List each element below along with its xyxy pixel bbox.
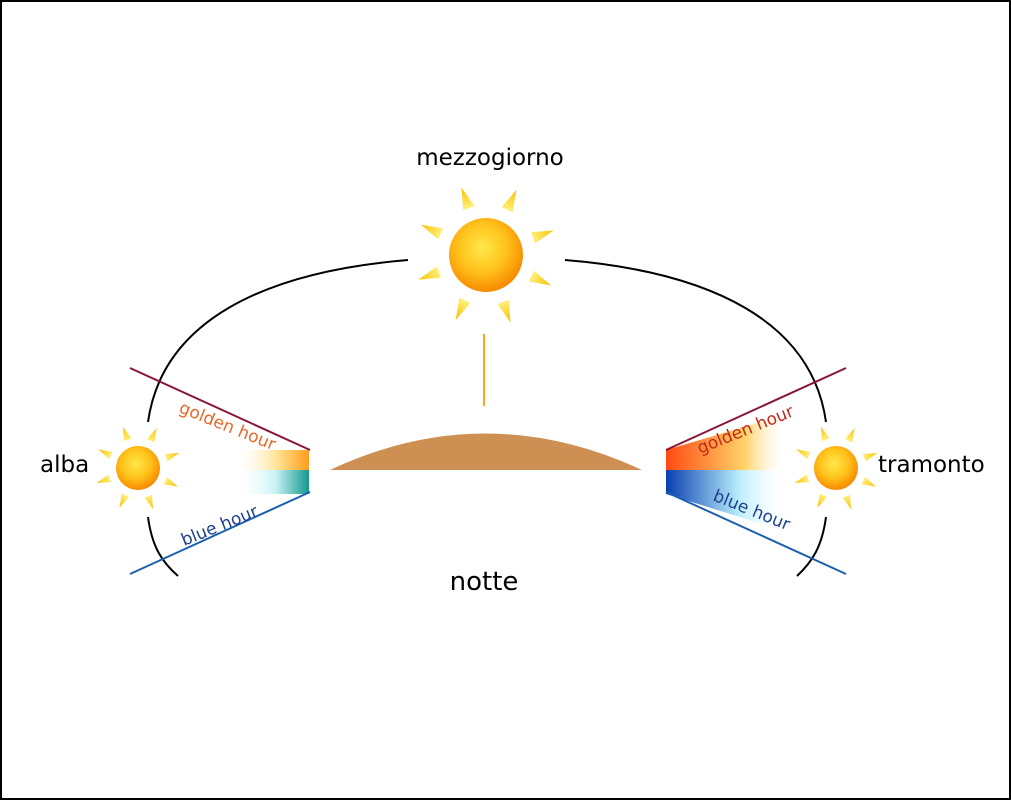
- golden-hour-band-left: [234, 450, 309, 470]
- golden-hour-label-left: golden hour: [176, 398, 278, 455]
- sunset-label: tramonto: [878, 452, 985, 478]
- blue-hour-band-left: [234, 470, 309, 494]
- noon-label: mezzogiorno: [416, 145, 564, 171]
- sun-path-arc-left: [147, 259, 409, 423]
- golden-hour-line-left: [129, 367, 311, 451]
- blue-hour-line-left: [129, 491, 311, 575]
- sun-path-arc-right: [564, 259, 827, 423]
- earth-dome: [330, 433, 642, 470]
- night-arc-left: [147, 516, 179, 577]
- noon-sun-icon: [418, 187, 554, 323]
- blue-hour-line-right: [665, 491, 847, 575]
- sunrise-label: alba: [40, 452, 89, 478]
- night-arc-right: [796, 516, 827, 577]
- sunset-sun-icon: [794, 426, 878, 510]
- golden-hour-band-right: [666, 414, 788, 470]
- night-label: notte: [450, 567, 519, 597]
- golden-hour-line-right: [665, 367, 847, 451]
- sunrise-sun-icon: [96, 426, 180, 510]
- blue-hour-band-right: [666, 470, 788, 532]
- blue-hour-label-left: blue hour: [178, 502, 261, 551]
